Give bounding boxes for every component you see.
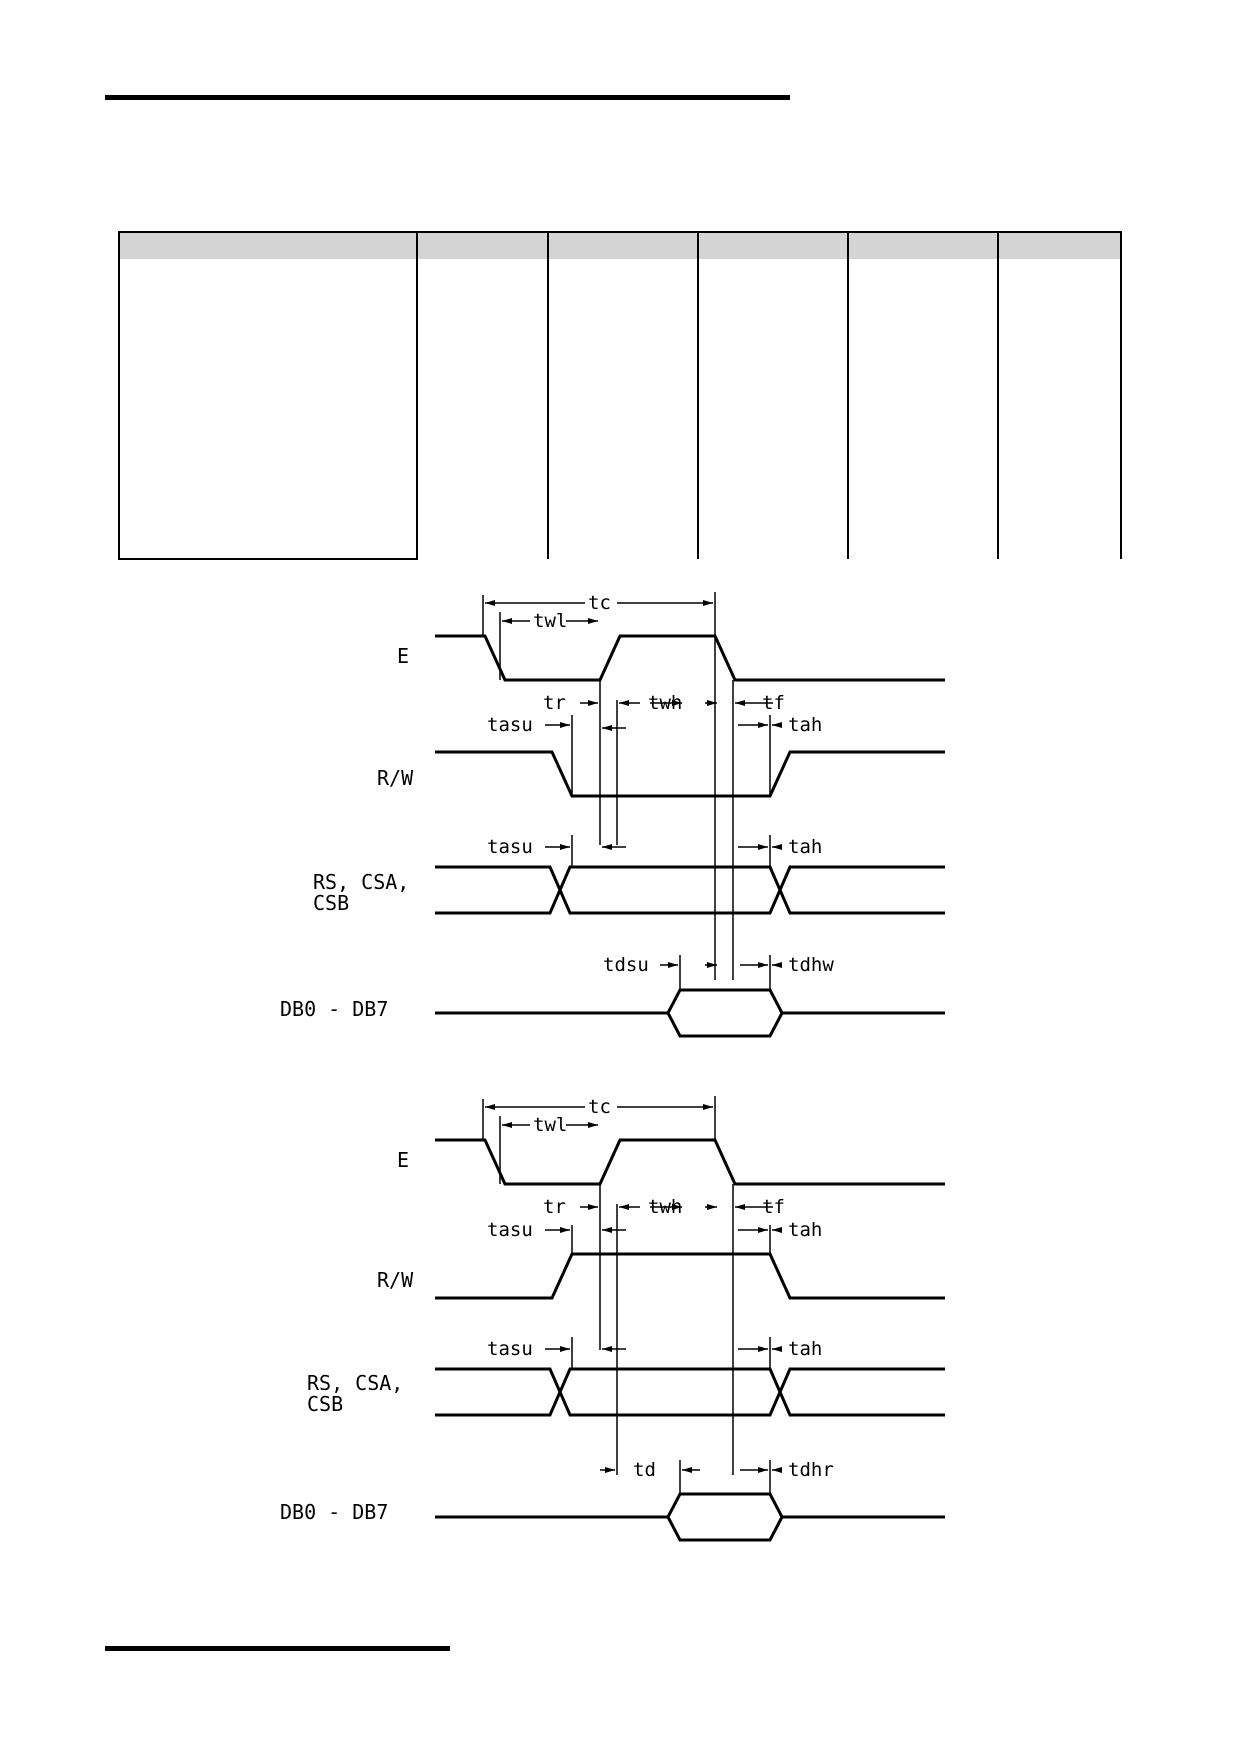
table-cell bbox=[547, 259, 698, 509]
timing-label-tc: tc bbox=[588, 1096, 611, 1118]
table-cell bbox=[416, 259, 548, 509]
rw-waveform bbox=[435, 750, 945, 798]
signal-label-csb: CSB bbox=[313, 891, 349, 915]
rw-waveform bbox=[435, 1252, 945, 1300]
write-dimension-arrows bbox=[485, 600, 782, 968]
signal-label-rs: RS, CSA, bbox=[313, 870, 409, 894]
table-cell bbox=[847, 259, 998, 509]
timing-label-twh: twh bbox=[648, 692, 682, 714]
table-header-row bbox=[118, 231, 1122, 259]
table-header-cell bbox=[547, 231, 698, 259]
timing-label-tasu: tasu bbox=[487, 1219, 533, 1241]
table-cell bbox=[697, 509, 848, 559]
timing-label-tc: tc bbox=[588, 592, 611, 614]
table-row bbox=[118, 259, 1122, 560]
e-waveform bbox=[435, 1138, 945, 1186]
signal-label-rw: R/W bbox=[377, 766, 414, 790]
timing-label-tf: tf bbox=[762, 692, 785, 714]
table-cell bbox=[997, 259, 1122, 509]
signal-label-e: E bbox=[397, 1148, 409, 1172]
table-cell bbox=[997, 509, 1122, 559]
footer-rule bbox=[105, 1646, 450, 1651]
db-bus-waveform bbox=[435, 988, 945, 1038]
write-timing-diagram: E R/W RS, CSA, CSB DB0 - DB7 bbox=[280, 592, 945, 1038]
signal-label-rs: RS, CSA, bbox=[307, 1371, 403, 1395]
table-cell bbox=[547, 509, 698, 559]
timing-label-tr: tr bbox=[543, 692, 566, 714]
table-cell bbox=[118, 259, 418, 560]
signal-label-db: DB0 - DB7 bbox=[280, 997, 388, 1021]
table-header-cell bbox=[697, 231, 848, 259]
table-header-cell bbox=[416, 231, 548, 259]
timing-label-twh: twh bbox=[648, 1196, 682, 1218]
table-header-cell bbox=[847, 231, 998, 259]
signal-label-csb: CSB bbox=[307, 1392, 343, 1416]
timing-label-tasu: tasu bbox=[487, 836, 533, 858]
table-header-cell bbox=[997, 231, 1122, 259]
read-reference-lines bbox=[482, 1096, 771, 1494]
rs-bus-waveform bbox=[435, 865, 945, 915]
timing-characteristics-table bbox=[118, 231, 1122, 560]
timing-label-tr: tr bbox=[543, 1196, 566, 1218]
read-timing-diagram: E R/W RS, CSA, CSB DB0 - DB7 bbox=[280, 1096, 945, 1542]
timing-label-tah: tah bbox=[788, 1219, 822, 1241]
e-waveform bbox=[435, 634, 945, 682]
timing-label-td: td bbox=[633, 1459, 656, 1481]
table-header-cell bbox=[118, 231, 417, 259]
timing-label-tdhr: tdhr bbox=[788, 1459, 834, 1481]
signal-label-e: E bbox=[397, 644, 409, 668]
timing-label-tasu: tasu bbox=[487, 1338, 533, 1360]
write-reference-lines bbox=[482, 592, 771, 990]
table-cell bbox=[697, 259, 848, 509]
timing-label-tah: tah bbox=[788, 714, 822, 736]
timing-label-twl: twl bbox=[533, 1114, 567, 1136]
timing-label-twl: twl bbox=[533, 610, 567, 632]
table-cell bbox=[847, 509, 998, 559]
rs-bus-waveform bbox=[435, 1367, 945, 1417]
timing-label-tf: tf bbox=[762, 1196, 785, 1218]
timing-label-tah: tah bbox=[788, 836, 822, 858]
signal-label-rw: R/W bbox=[377, 1268, 414, 1292]
table-cell bbox=[416, 509, 548, 559]
db-bus-waveform bbox=[435, 1492, 945, 1542]
timing-label-tah: tah bbox=[788, 1338, 822, 1360]
timing-label-tdhw: tdhw bbox=[788, 954, 834, 976]
timing-label-tasu: tasu bbox=[487, 714, 533, 736]
signal-label-db: DB0 - DB7 bbox=[280, 1500, 388, 1524]
timing-label-tdsu: tdsu bbox=[603, 954, 649, 976]
header-rule bbox=[105, 95, 790, 100]
table-row bbox=[119, 509, 1122, 559]
read-dimension-arrows bbox=[485, 1104, 782, 1473]
